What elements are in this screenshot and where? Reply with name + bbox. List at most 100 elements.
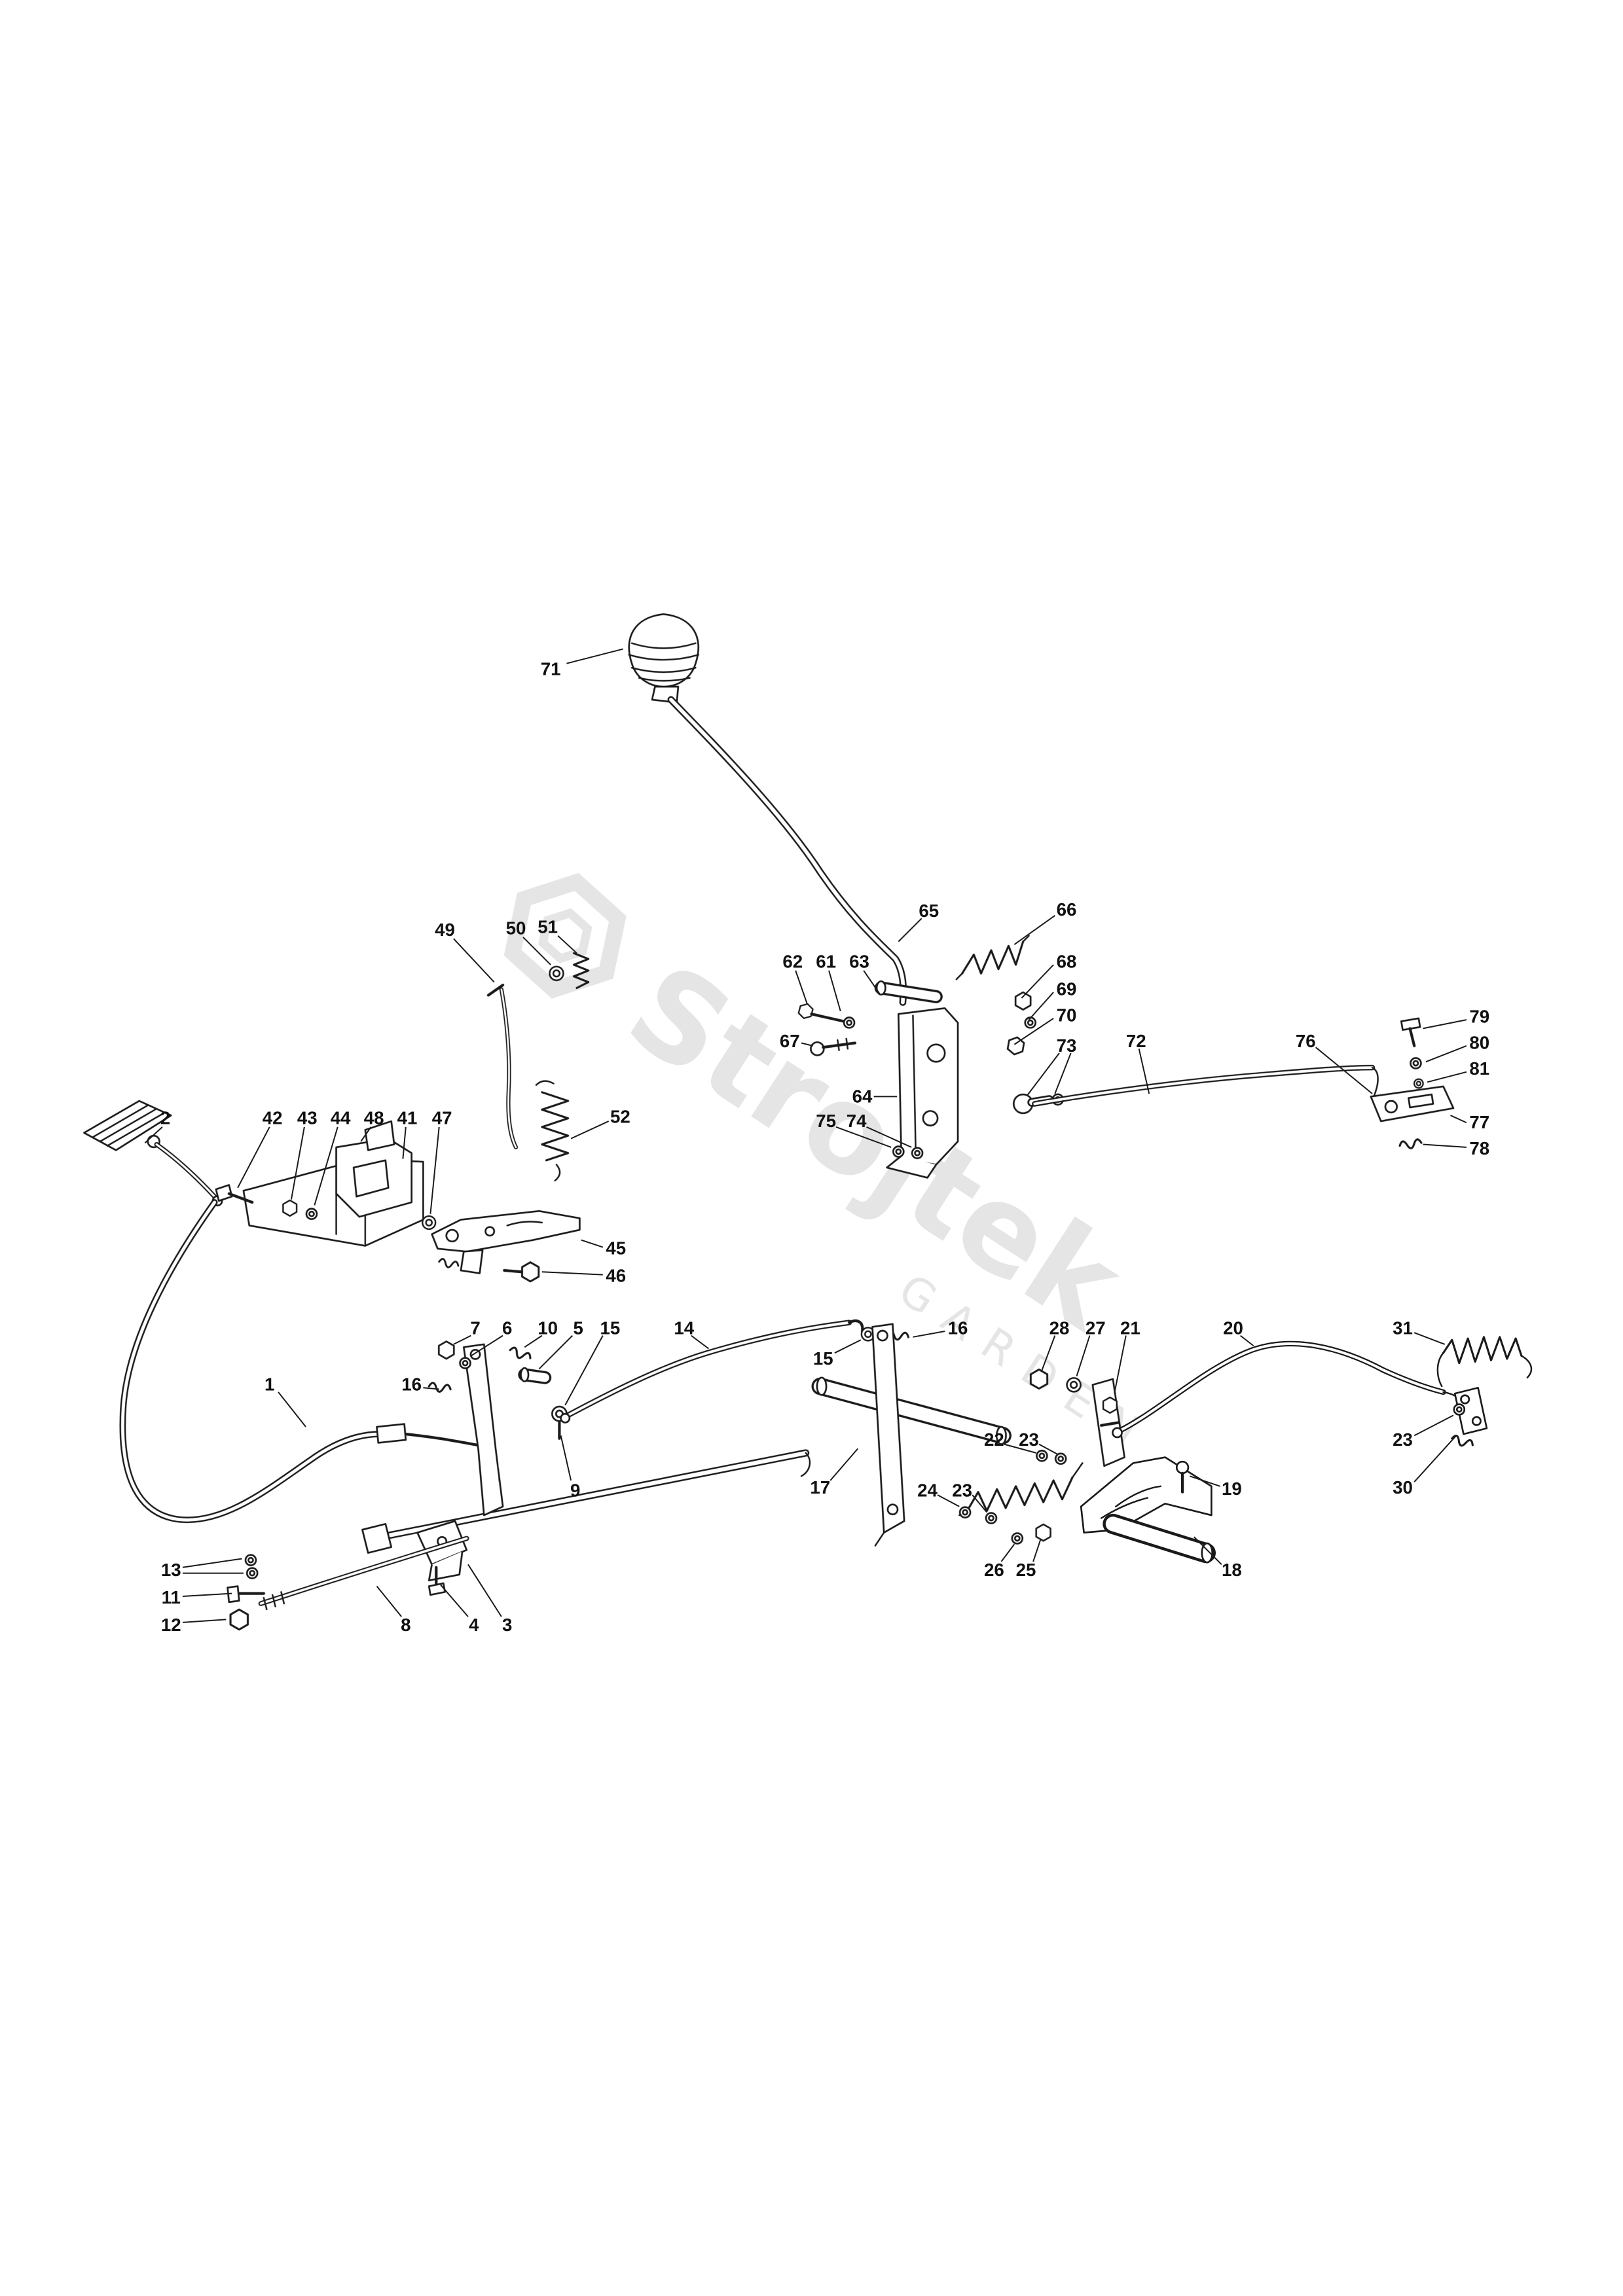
bracket-18 — [1080, 1456, 1213, 1534]
leader-line-67 — [801, 1042, 813, 1047]
callout-64: 64 — [852, 1086, 873, 1106]
washers-13 — [244, 1554, 259, 1579]
spring-52 — [535, 1080, 570, 1182]
callout-68: 68 — [1057, 951, 1077, 971]
leader-line-15 — [564, 1335, 604, 1406]
washers-22-23 — [1036, 1450, 1067, 1465]
leader-line-72 — [1138, 1049, 1150, 1094]
leader-line-43 — [290, 1126, 305, 1200]
washer-61 — [843, 1016, 856, 1029]
callout-28: 28 — [1049, 1318, 1070, 1338]
callout-43: 43 — [297, 1107, 318, 1128]
washer-27 — [1066, 1377, 1082, 1393]
callout-47: 47 — [432, 1107, 452, 1128]
callout-50: 50 — [506, 918, 526, 939]
bolt-79 — [1400, 1017, 1421, 1048]
callout-73: 73 — [1057, 1035, 1077, 1056]
washer-23-right — [1453, 1403, 1466, 1416]
leader-line-31 — [1413, 1332, 1446, 1345]
callout-14: 14 — [674, 1318, 694, 1338]
leader-line-21 — [1114, 1335, 1127, 1394]
callout-15: 15 — [600, 1318, 620, 1338]
nut-68 — [1014, 991, 1032, 1011]
leader-line-20 — [1240, 1335, 1254, 1346]
leader-line-42 — [237, 1126, 270, 1189]
leader-line-10 — [524, 1335, 543, 1348]
callout-11: 11 — [162, 1587, 181, 1607]
callout-16: 16 — [948, 1318, 968, 1338]
callout-8: 8 — [401, 1615, 410, 1635]
leader-line-18 — [1194, 1536, 1222, 1566]
callout-10: 10 — [538, 1318, 558, 1338]
callout-26: 26 — [984, 1560, 1004, 1580]
callout-66: 66 — [1057, 899, 1077, 920]
bolt-62 — [797, 1001, 845, 1023]
leader-line-19 — [1189, 1475, 1220, 1487]
leader-line-52 — [570, 1121, 610, 1139]
leader-line-28 — [1041, 1335, 1056, 1371]
leader-line-8 — [376, 1585, 402, 1617]
leader-line-16 — [423, 1387, 439, 1390]
callout-51: 51 — [538, 916, 558, 937]
callout-19: 19 — [1222, 1479, 1242, 1499]
callout-25: 25 — [1016, 1560, 1036, 1580]
callout-49: 49 — [435, 920, 455, 940]
leader-line-71 — [566, 648, 624, 664]
callout-22: 22 — [984, 1429, 1004, 1450]
callout-13: 13 — [161, 1560, 181, 1580]
leader-line-73 — [1054, 1052, 1072, 1094]
washer-80 — [1410, 1057, 1422, 1069]
rod-20 — [1112, 1344, 1462, 1439]
leader-line-23 — [1038, 1443, 1059, 1455]
leader-line-68 — [1021, 964, 1054, 999]
leader-line-7 — [453, 1335, 471, 1345]
bracket-64 — [886, 1007, 959, 1179]
leader-line-81 — [1427, 1071, 1467, 1083]
callout-17: 17 — [810, 1477, 830, 1498]
callout-65: 65 — [919, 901, 939, 921]
leader-line-47 — [429, 1126, 440, 1214]
callout-3: 3 — [502, 1615, 512, 1635]
leader-line-27 — [1076, 1335, 1091, 1376]
nut-12 — [229, 1608, 249, 1631]
washer-26 — [1011, 1532, 1024, 1545]
leader-line-77 — [1450, 1115, 1467, 1124]
lever-21 — [1091, 1378, 1125, 1467]
callout-4: 4 — [469, 1615, 479, 1635]
plate-45 — [431, 1210, 581, 1283]
washer-23-lower — [985, 1512, 998, 1524]
leader-line-76 — [1315, 1047, 1373, 1094]
callout-18: 18 — [1222, 1560, 1242, 1580]
clip-78 — [1398, 1138, 1423, 1151]
leader-line-3 — [467, 1564, 502, 1617]
washer-81 — [1413, 1078, 1424, 1089]
leader-line-26 — [1000, 1543, 1015, 1562]
callout-24: 24 — [917, 1480, 938, 1500]
rod-49 — [486, 983, 516, 1147]
callout-9: 9 — [570, 1480, 580, 1500]
bracket-strap-17 — [871, 1323, 905, 1547]
plate-77 — [1370, 1085, 1455, 1122]
bolt-19 — [1175, 1460, 1190, 1494]
leader-line-46 — [541, 1271, 603, 1276]
leader-line-45 — [581, 1239, 604, 1248]
watermark-brand: Strojtek — [604, 937, 1148, 1358]
leader-line-79 — [1423, 1019, 1467, 1030]
callout-71: 71 — [541, 658, 561, 679]
callout-77: 77 — [1469, 1112, 1489, 1132]
spring-coupler-51 — [572, 952, 590, 989]
leader-line-73 — [1027, 1052, 1060, 1096]
callout-44: 44 — [331, 1107, 351, 1128]
watermark-logo-icon — [503, 872, 627, 999]
spring-31 — [1436, 1336, 1533, 1388]
callout-41: 41 — [397, 1107, 418, 1128]
leader-line-9 — [560, 1435, 572, 1481]
leader-line-78 — [1423, 1143, 1467, 1148]
callout-16: 16 — [401, 1374, 422, 1395]
lever-assembly-left — [427, 1340, 568, 1516]
leader-line-13 — [182, 1558, 242, 1568]
callout-42: 42 — [263, 1107, 283, 1128]
washer-24 — [958, 1506, 972, 1518]
callout-72: 72 — [1126, 1031, 1146, 1051]
